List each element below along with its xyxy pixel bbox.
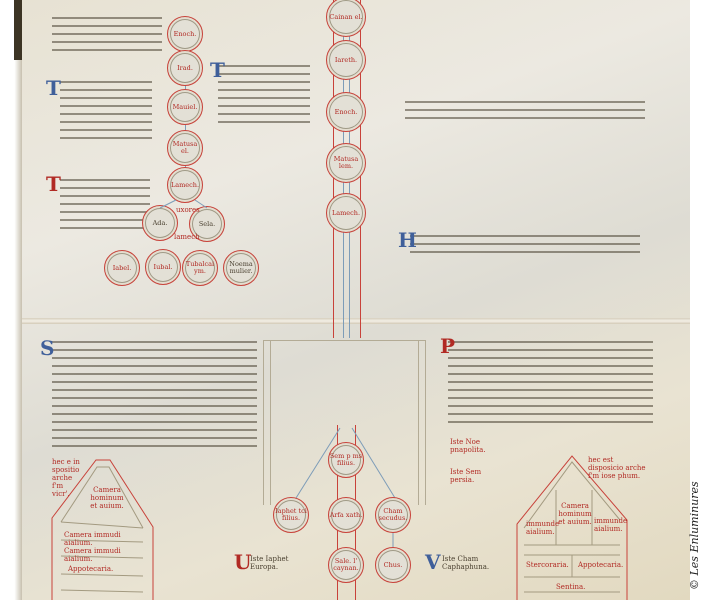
genealogy-node-cainan: Cainan el.: [326, 0, 366, 37]
frame-rule: [418, 340, 419, 505]
text-block: [410, 232, 640, 258]
text-block: [60, 176, 150, 232]
genealogy-node-mathusalem: Matusa lem.: [326, 143, 366, 183]
genealogy-node-mathusael: Matusa el.: [167, 130, 203, 166]
genealogy-node-sella: Sela.: [189, 206, 225, 242]
lamech-label: lamech: [174, 233, 200, 241]
page-margin: [0, 0, 24, 600]
genealogy-node-jabel: Iabel.: [104, 250, 140, 286]
genealogy-node-jubal: Iubal.: [145, 249, 181, 285]
caption-japhet: Iste Iaphet Europa.: [250, 555, 289, 571]
genealogy-node-iared: Iareth.: [326, 40, 366, 80]
caption-cham: Iste Cham Caphaphuna.: [442, 555, 490, 571]
copyright-notice: © Les Enluminures: [688, 481, 701, 590]
genealogy-node-japhet: Iaphet tci filius.: [273, 497, 309, 533]
genealogy-node-lamech: Lamech.: [167, 167, 203, 203]
ark-note-left: hec e in spositio arche f'm vicr'.: [52, 458, 80, 498]
genealogy-node-enoch: Enoch.: [167, 16, 203, 52]
text-block: [60, 78, 152, 143]
genealogy-node-arfaxat: Arfa xath.: [328, 497, 364, 533]
genealogy-node-sale: Sale. l' caynan.: [328, 547, 364, 583]
frame-rule: [263, 340, 425, 341]
frame-rule: [425, 340, 426, 505]
text-block: [448, 338, 653, 424]
genealogy-node-sem: Sem p ms filius.: [328, 442, 364, 478]
ark-note-right: hec est disposicio arche f'm iose phum.: [588, 456, 646, 480]
genealogy-node-ada: Ada.: [142, 205, 178, 241]
caption-noe: Iste Noe pnapolita.: [450, 438, 486, 454]
genealogy-node-chus: Chus.: [375, 547, 411, 583]
lineage-line-ada: [159, 199, 177, 209]
ark-room: Camera hominum et auium.: [90, 486, 124, 510]
ark-room: Appotecaria.: [68, 565, 114, 573]
genealogy-node-cham: Cham secudus.: [375, 497, 411, 533]
genealogy-node-maviael: Mauiel.: [167, 89, 203, 125]
caption-sem: Iste Sem persia.: [450, 468, 482, 484]
genealogy-node-lamech-center: Lamech.: [326, 193, 366, 233]
lineage-line-japhet: [295, 427, 341, 499]
lineage-line-sella: [194, 199, 208, 209]
initial-t: T: [46, 76, 61, 100]
ark-room: immunde aialium.: [526, 520, 560, 536]
genealogy-node-irad: Irad.: [167, 50, 203, 86]
text-block: [52, 14, 162, 54]
frame-rule: [270, 340, 271, 505]
genealogy-node-noema: Noema mulier.: [223, 250, 259, 286]
initial-t: T: [46, 172, 61, 196]
initial-t: T: [210, 58, 225, 82]
initial-s: S: [40, 336, 55, 360]
ark-room: Stercoraria.: [526, 561, 569, 569]
ark-room: Camera immudi aialium.: [64, 547, 121, 563]
ark-room: Camera immudi aialium.: [64, 531, 121, 547]
genealogy-node-enoch-center: Enoch.: [326, 92, 366, 132]
initial-h: H: [398, 228, 417, 252]
initial-u: U: [234, 550, 252, 574]
genealogy-node-tubalcain: Tubalcai ym.: [182, 250, 218, 286]
wives-label: uxores: [176, 206, 200, 214]
text-block: [218, 62, 310, 126]
frame-rule: [263, 340, 264, 505]
ark-room: Appotecaria.: [578, 561, 624, 569]
ark-room: Sentina.: [556, 583, 586, 591]
initial-p: P: [440, 334, 456, 358]
initial-v: V: [425, 550, 441, 574]
text-block: [52, 338, 257, 448]
ark-room: immunde aialium.: [594, 517, 628, 533]
text-block: [405, 98, 645, 122]
ark-room: Camera hominum et auium.: [558, 502, 592, 526]
lineage-line-cham: [351, 427, 396, 499]
